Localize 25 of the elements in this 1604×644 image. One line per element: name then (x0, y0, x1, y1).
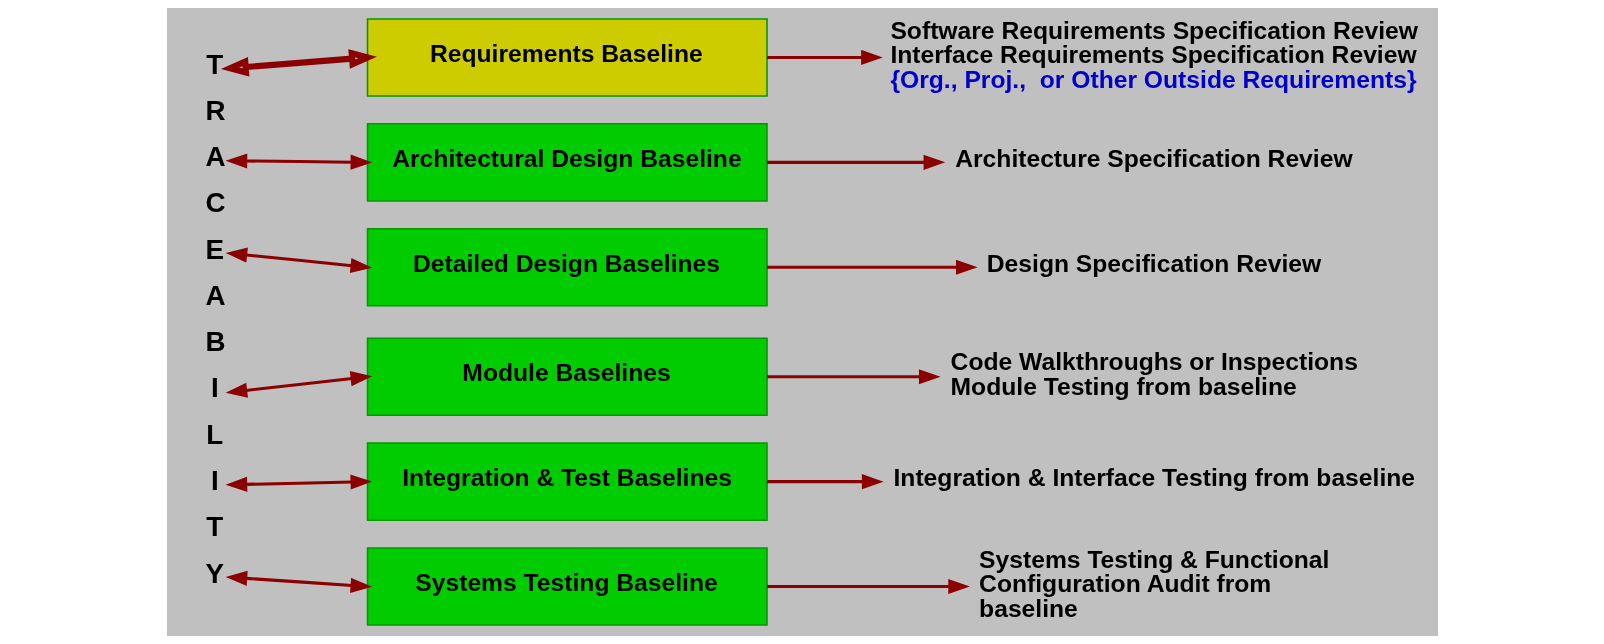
arrow (766, 154, 945, 170)
node-text: Software Requirements Specification Review Interface Requirements Specification Review {Org., Proj., or Other Outside Requirements} (889, 16, 1418, 94)
node-text: Integration & Interface Testing from baseline (893, 463, 1415, 491)
node-box: Integration & Test Baselines (366, 442, 768, 521)
node-box: Architectural Design Baseline (366, 123, 768, 202)
node-text: Architecture Specification Review (954, 144, 1353, 172)
node-text: T R A C E A B I L I T Y (205, 48, 226, 589)
arrow (766, 259, 978, 275)
arrow (766, 369, 941, 385)
arrow (220, 49, 377, 77)
arrow (225, 570, 372, 593)
arrow (766, 578, 970, 595)
arrow (766, 49, 883, 66)
arrow (766, 474, 883, 490)
arrow (225, 247, 372, 274)
node-text: Code Walkthroughs or Inspections Module Testing from baseline (950, 348, 1358, 400)
arrow (225, 153, 372, 170)
arrow (225, 371, 372, 398)
node-box: Module Baselines (366, 337, 768, 417)
node-text: Design Specification Review (986, 249, 1321, 277)
node-box: Systems Testing Baseline (366, 547, 768, 626)
node-box: Detailed Design Baselines (366, 227, 768, 307)
node-text: Systems Testing & Functional Configuration Audit from baseline (978, 545, 1329, 623)
node-box: Requirements Baseline (366, 18, 768, 97)
arrow (225, 474, 372, 492)
